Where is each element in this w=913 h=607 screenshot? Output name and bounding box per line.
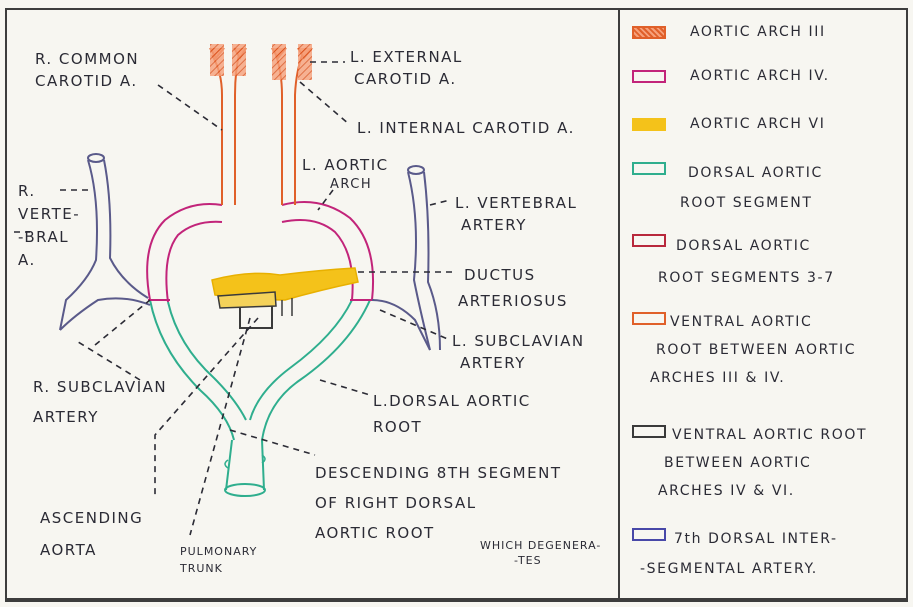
legend-swatch-fill <box>632 118 666 131</box>
label-l-external-carotid: L. EXTERNAL CAROTID A. <box>350 46 463 90</box>
right-aortic-arch-iv <box>147 204 222 300</box>
legend-label: VENTRAL AORTIC ROOT BETWEEN AORTIC ARCHE… <box>672 421 867 505</box>
label-pulmonary-trunk: PULMONARY TRUNK <box>180 543 257 577</box>
descending-aorta <box>226 440 264 490</box>
label-l-vertebral: L. VERTEBRAL ARTERY <box>455 192 577 236</box>
label-l-dorsal-aortic-root: L.DORSAL AORTIC ROOT <box>373 388 531 440</box>
legend-swatch-outline <box>632 162 666 175</box>
label-r-vertebral: R. VERTE- -BRAL A. <box>18 180 80 272</box>
label-ductus-arteriosus: DUCTUS ARTERIOSUS <box>458 262 568 314</box>
legend-swatch-outline <box>632 70 666 83</box>
legend-swatch-outline <box>632 234 666 247</box>
label-l-aortic-arch: L. AORTIC ARCH <box>302 156 389 194</box>
legend-label: DORSAL AORTIC ROOT SEGMENTS 3-7 <box>676 230 835 294</box>
left-subclavian <box>372 300 430 350</box>
legend-swatch-outline <box>632 312 666 325</box>
label-r-subclavian: R. SUBCLAVIAN ARTERY <box>33 372 167 432</box>
left-dorsal-root <box>262 300 370 440</box>
right-subclavian <box>60 298 150 330</box>
right-dorsal-root-inner <box>168 302 246 420</box>
label-ascending-aorta: ASCENDING AORTA <box>40 502 143 566</box>
legend-label: DORSAL AORTIC ROOT SEGMENT <box>688 158 823 218</box>
legend-swatch-outline <box>632 528 666 541</box>
label-degenerates: WHICH DEGENERA- -TES <box>480 538 601 568</box>
label-l-subclavian: L. SUBCLAVIAN ARTERY <box>452 330 585 374</box>
legend-label: AORTIC ARCH III <box>690 22 826 43</box>
legend-label: AORTIC ARCH VI <box>690 114 825 135</box>
left-dorsal-root-inner <box>250 300 352 420</box>
descending-aorta-end <box>225 484 265 496</box>
legend-label: VENTRAL AORTIC ROOT BETWEEN AORTIC ARCHE… <box>670 308 856 392</box>
legend-swatch-outline <box>632 425 666 438</box>
legend-swatch-hatched <box>632 26 666 39</box>
label-descending-segment: DESCENDING 8th SEGMENT OF RIGHT DORSAL A… <box>315 458 562 548</box>
legend-label: 7th DORSAL INTER- -SEGMENTAL ARTERY. <box>674 524 838 584</box>
label-l-internal-carotid: L. INTERNAL CAROTID A. <box>357 117 575 139</box>
label-r-common-carotid: R. COMMON CAROTID A. <box>35 48 139 92</box>
legend-label: AORTIC ARCH IV. <box>690 66 830 87</box>
